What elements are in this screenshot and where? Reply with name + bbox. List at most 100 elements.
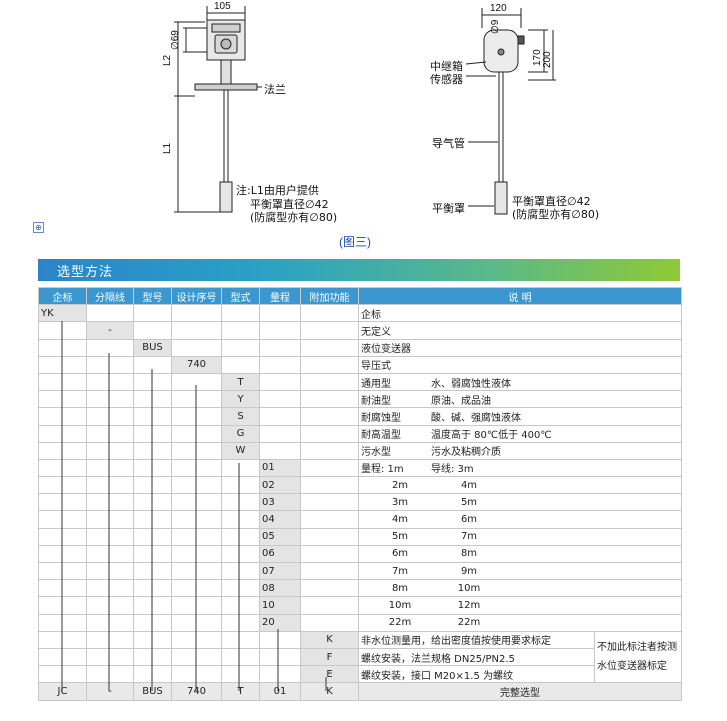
wire-length: 7m [460, 531, 478, 543]
func-note: 不加此标注者按测水位变送器标定 [594, 630, 682, 684]
figure-caption: (图三) [339, 235, 371, 249]
right-drawing [465, 8, 556, 215]
bottom-cell: K [300, 682, 359, 701]
range-value: 8m [391, 582, 409, 594]
type-name: 耐油型 [361, 395, 391, 407]
complete-model-row: JC - BUS 740 T 01 K 完整选型 [38, 682, 682, 701]
range-value: 2m [391, 479, 409, 491]
bottom-cell: 01 [259, 682, 301, 701]
wire-length: 导线: 3m [431, 464, 474, 476]
code-cell: 10 [259, 596, 301, 615]
range-value: 4m [391, 514, 409, 526]
type-desc: 污水及粘稠介质 [431, 447, 501, 459]
code-cell: 05 [259, 527, 301, 546]
banner-title: 选型方法 [57, 265, 114, 280]
range-value: 6m [391, 548, 409, 560]
type-desc: 酸、碱、强腐蚀液体 [431, 412, 521, 424]
flange-label: 法兰 [264, 83, 286, 96]
left-note-2: 平衡罩直径∅42 [250, 198, 329, 211]
selection-table: 企标 分隔线 型号 设计序号 型式 量程 附加功能 说 明 YK 企标 - 无定… [38, 286, 682, 701]
bottom-cell: 完整选型 [358, 682, 682, 701]
header-cell: 说 明 [358, 286, 682, 306]
bottom-cell: BUS [133, 682, 172, 701]
dim-dia-9: ∅9 [490, 19, 501, 34]
left-drawing [174, 6, 262, 213]
header-cell: 分隔线 [86, 286, 134, 306]
code-cell: S [221, 407, 260, 426]
table-row: K 非水位测量用，给出密度值按使用要求标定 不加此标注者按测水位变送器标定 [38, 630, 682, 684]
code-cell: Y [221, 390, 260, 409]
right-note-1: 平衡罩直径∅42 [512, 195, 591, 208]
header-cell: 型式 [221, 286, 260, 306]
code-cell: W [221, 441, 260, 460]
desc-cell: 非水位测量用，给出密度值按使用要求标定 [358, 630, 595, 649]
bottom-cell: 740 [171, 682, 222, 701]
balance-cover-label: 平衡罩 [432, 202, 465, 215]
section-banner: 选型方法 [38, 259, 680, 281]
desc-cell: 企标 [358, 304, 682, 323]
dim-200: 200 [542, 51, 553, 68]
desc-cell: 无定义 [358, 321, 682, 340]
desc-cell: 导压式 [358, 355, 682, 374]
dim-dia-69: ∅69 [170, 30, 181, 50]
bottom-cell: JC [38, 682, 87, 701]
table-row: YK 企标 [38, 304, 682, 323]
bottom-cell: - [86, 682, 134, 701]
junction-box-label: 中继箱 [430, 60, 463, 73]
wire-length: 4m [460, 479, 478, 491]
code-cell: BUS [133, 338, 172, 357]
desc-cell: 液位变送器 [358, 338, 682, 357]
desc-cell: 螺纹安装，法兰规格 DN25/PN2.5 [358, 647, 595, 667]
range-value: 10m [388, 599, 412, 611]
range-value: 7m [391, 565, 409, 577]
sensor-label: 传感器 [430, 73, 463, 86]
dim-width-105: 105 [214, 1, 231, 12]
type-name: 通用型 [361, 378, 391, 390]
wire-length: 6m [460, 514, 478, 526]
right-note-2: (防腐型亦有∅80) [512, 208, 600, 221]
dim-width-120: 120 [490, 3, 507, 14]
table-row: W 污水型 污水及粘稠介质 [38, 441, 682, 460]
range-value: 3m [391, 496, 409, 508]
code-cell: 08 [259, 579, 301, 598]
wire-length: 10m [457, 582, 481, 594]
table-row: 07 7m 9m [38, 561, 682, 581]
left-note-1: 注:L1由用户提供 [236, 184, 319, 197]
table-anchor-icon[interactable]: ⊕ [33, 222, 44, 233]
type-name: 耐腐蚀型 [361, 412, 401, 424]
header-cell: 量程 [259, 286, 301, 306]
wire-length: 5m [460, 496, 478, 508]
header-cell: 型号 [133, 286, 172, 306]
type-name: 污水型 [361, 447, 391, 459]
code-cell: G [221, 424, 260, 443]
wire-length: 22m [457, 617, 481, 629]
code-cell: E [300, 665, 359, 684]
dim-l2: L2 [162, 54, 173, 66]
desc-cell: 螺纹安装，接口 M20×1.5 为螺纹 [358, 665, 595, 684]
code-cell: F [300, 647, 359, 667]
table-row: E 螺纹安装，接口 M20×1.5 为螺纹 [38, 665, 682, 684]
wire-length: 9m [460, 565, 478, 577]
type-desc: 水、弱腐蚀性液体 [431, 378, 511, 390]
wire-length: 8m [460, 548, 478, 560]
bottom-cell: T [221, 682, 260, 701]
range-value: 量程: 1m [361, 464, 404, 476]
type-desc: 温度高于 80℃低于 400℃ [431, 430, 552, 442]
code-cell: K [300, 630, 359, 649]
dim-l1: L1 [162, 142, 173, 154]
code-cell: 07 [259, 561, 301, 581]
header-cell: 企标 [38, 286, 87, 306]
code-cell: 20 [259, 613, 301, 632]
wire-length: 12m [457, 599, 481, 611]
range-value: 22m [388, 617, 412, 629]
guide-lines [61, 321, 327, 691]
code-cell: 06 [259, 544, 301, 564]
table-row: 05 5m 7m [38, 527, 682, 546]
header-row: 企标 分隔线 型号 设计序号 型式 量程 附加功能 说 明 [38, 286, 682, 306]
type-desc: 原油、成品油 [431, 395, 491, 407]
air-tube-label: 导气管 [432, 137, 465, 150]
range-value: 5m [391, 531, 409, 543]
left-note-3: (防腐型亦有∅80) [250, 211, 338, 224]
type-name: 耐高温型 [361, 430, 401, 442]
